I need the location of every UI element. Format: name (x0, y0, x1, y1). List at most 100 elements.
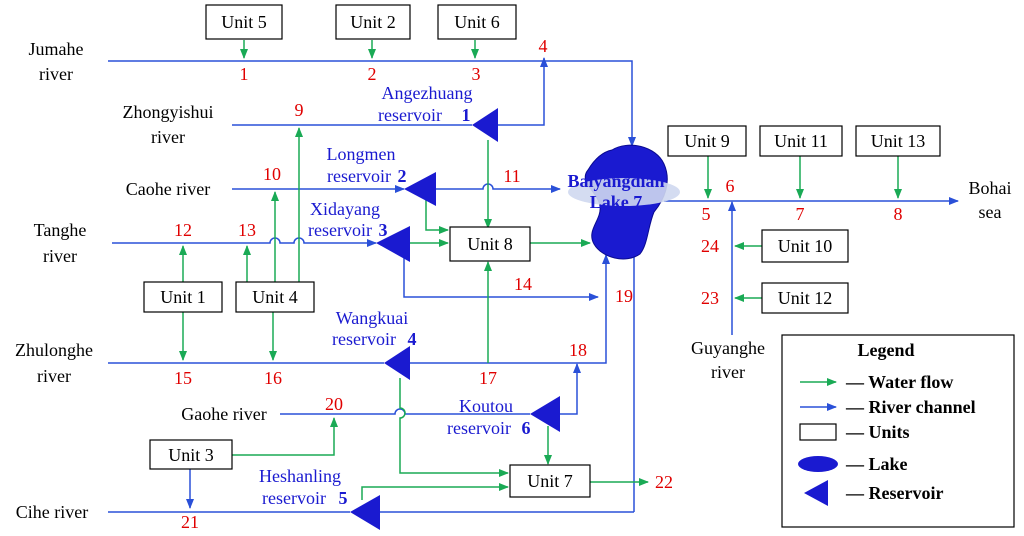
reservoir-6-name: Koutou (459, 396, 513, 416)
node-3: 3 (472, 64, 481, 84)
node-10: 10 (263, 164, 281, 184)
river-tanghe-1: Tanghe (34, 220, 87, 240)
reservoir-5-num: 5 (339, 488, 348, 508)
flow-heshanling-unit7 (361, 483, 509, 500)
node-16: 16 (264, 368, 282, 388)
node-5: 5 (702, 204, 711, 224)
legend-lake-icon (798, 456, 838, 472)
node-1: 1 (240, 64, 249, 84)
unit-5-label: Unit 5 (221, 12, 267, 32)
bohai-sea-1: Bohai (969, 178, 1012, 198)
river-caohe: Caohe river (126, 179, 210, 199)
legend-lake: — Lake (845, 454, 908, 474)
reservoir-2-name: Longmen (327, 144, 396, 164)
unit-8-label: Unit 8 (467, 234, 513, 254)
reservoir-3-num: 3 (379, 220, 388, 240)
river-guyanghe-2: river (711, 362, 745, 382)
reservoir-5-icon (350, 495, 380, 530)
legend-water-flow: — Water flow (845, 372, 953, 392)
unit-7-label: Unit 7 (527, 471, 573, 491)
reservoir-2-num: 2 (398, 166, 407, 186)
reservoir-4-type: reservoir (332, 329, 396, 349)
river-zhulonghe-1: Zhulonghe (15, 340, 93, 360)
reservoir-3-type: reservoir (308, 220, 372, 240)
angezhuang-outflow (498, 57, 548, 126)
reservoir-3-name: Xidayang (310, 199, 380, 219)
reservoir-6-icon (530, 396, 560, 432)
unit-4-label: Unit 4 (252, 287, 298, 307)
reservoir-1-name: Angezhuang (382, 83, 473, 103)
bohai-sea-2: sea (979, 202, 1002, 222)
reservoir-1-icon (472, 108, 498, 142)
unit-2-label: Unit 2 (350, 12, 396, 32)
water-flows (179, 40, 902, 500)
node-13: 13 (238, 220, 256, 240)
flow-unit3-node20 (232, 417, 338, 456)
unit-3-label: Unit 3 (168, 445, 214, 465)
unit-9-label: Unit 9 (684, 131, 730, 151)
jumahe-channel (108, 60, 636, 147)
node-2: 2 (368, 64, 377, 84)
unit-13-label: Unit 13 (871, 131, 926, 151)
node-12: 12 (174, 220, 192, 240)
flow-wangkuai-unit7 (399, 378, 509, 477)
reservoir-4-icon (384, 346, 410, 380)
node-9: 9 (295, 100, 304, 120)
node-4: 4 (539, 36, 548, 56)
reservoir-3-icon (376, 226, 410, 262)
legend-river-channel: — River channel (845, 397, 976, 417)
wangkuai-outflow (410, 254, 610, 364)
river-guyanghe-1: Guyanghe (691, 338, 765, 358)
baiyangdian-lake: Baiyangdian Lake 7 (567, 144, 680, 260)
node-17: 17 (479, 368, 497, 388)
legend-title: Legend (857, 340, 914, 360)
xidayang-outflow (403, 256, 599, 301)
river-zhongyishui-2: river (151, 127, 185, 147)
reservoir-1-type: reservoir (378, 105, 442, 125)
reservoir-labels: Angezhuang reservoir 1 Longmen reservoir… (259, 83, 530, 508)
lake-name-line2: Lake 7 (590, 192, 643, 212)
node-18: 18 (569, 340, 587, 360)
reservoir-6-num: 6 (522, 418, 531, 438)
node-24: 24 (701, 236, 719, 256)
reservoir-4-name: Wangkuai (336, 308, 409, 328)
river-jumahe-2: river (39, 64, 73, 84)
legend: Legend — Water flow — River channel — Un… (781, 334, 1015, 528)
reservoir-6-type: reservoir (447, 418, 511, 438)
unit-11-label: Unit 11 (774, 131, 828, 151)
reservoir-1-num: 1 (462, 105, 471, 125)
node-7: 7 (796, 204, 805, 224)
node-19: 19 (615, 286, 633, 306)
river-gaohe: Gaohe river (181, 404, 266, 424)
river-zhongyishui-1: Zhongyishui (122, 102, 213, 122)
longmen-outflow (436, 183, 561, 193)
river-labels: Jumahe river Zhongyishui river Caohe riv… (15, 39, 1012, 522)
unit-6-label: Unit 6 (454, 12, 500, 32)
legend-reservoir: — Reservoir (845, 483, 943, 503)
river-zhulonghe-2: river (37, 366, 71, 386)
unit-1-label: Unit 1 (160, 287, 206, 307)
reservoir-2-icon (404, 172, 436, 206)
reservoir-markers (350, 108, 560, 530)
koutou-outflow (560, 363, 581, 415)
reservoir-4-num: 4 (408, 329, 417, 349)
reservoir-5-type: reservoir (262, 488, 326, 508)
river-cihe: Cihe river (16, 502, 88, 522)
node-6: 6 (726, 176, 735, 196)
tanghe-channel (112, 237, 377, 247)
node-8: 8 (894, 204, 903, 224)
node-14: 14 (514, 274, 532, 294)
river-channels (108, 57, 959, 513)
node-23: 23 (701, 288, 719, 308)
unit-boxes: Unit 5 Unit 2 Unit 6 Unit 1 Unit 4 Unit … (143, 4, 941, 498)
node-11: 11 (503, 166, 520, 186)
unit-10-label: Unit 10 (778, 236, 833, 256)
legend-units: — Units (845, 422, 910, 442)
legend-reservoir-icon (804, 480, 828, 506)
lake-name-line1: Baiyangdian (567, 171, 664, 191)
node-20: 20 (325, 394, 343, 414)
flow-longmen-unit8 (425, 196, 449, 234)
reservoir-5-name: Heshanling (259, 466, 341, 486)
node-15: 15 (174, 368, 192, 388)
